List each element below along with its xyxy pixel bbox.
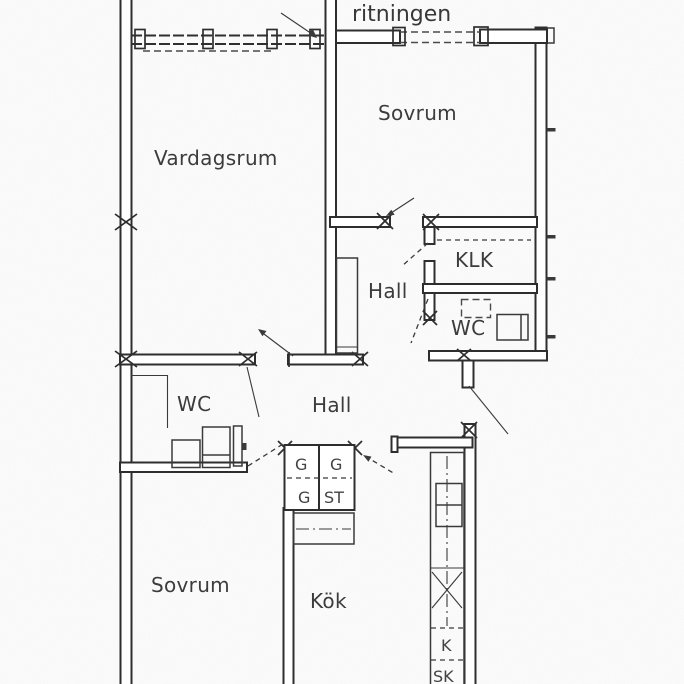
wall-entry-stub (461, 359, 475, 389)
jamb-mark (376, 212, 394, 230)
joint-tick (546, 235, 556, 239)
room-label-hall-lower: Hall (312, 393, 352, 417)
door-arrowhead (258, 329, 267, 337)
wall-sovrum-bottom (329, 216, 391, 228)
closet-cell-label: ST (324, 488, 344, 507)
entry-door-swing (468, 385, 509, 435)
room-label-sovrum-bottom: Sovrum (151, 573, 230, 597)
wall-klk-top (422, 216, 538, 228)
room-label-klk: KLK (455, 248, 494, 272)
wall-kitchen-top-endcap (390, 435, 399, 453)
vardagsrum-door-swing (259, 330, 294, 357)
room-labels: ritningen Vardagsrum Sovrum Hall KLK WC … (151, 2, 494, 613)
hall-closet: G G G ST (283, 444, 356, 511)
jamb-mark (238, 351, 258, 367)
window-band-sovrum (335, 26, 548, 47)
wall-joint-ticks (546, 128, 556, 339)
window-wall-segment (479, 28, 548, 44)
jamb-mark (422, 310, 438, 326)
bedroom-door-arrow (247, 443, 284, 467)
wall-bedroom-kitchen-divider (282, 507, 295, 684)
kitchen-counter: K SK (429, 451, 465, 684)
top-annotation-text: ritningen (352, 2, 451, 27)
wall-middle-right (287, 353, 364, 366)
window-band-vardagsrum (131, 28, 325, 52)
room-label-sovrum-top: Sovrum (378, 101, 457, 125)
toilet (171, 439, 201, 469)
jamb-mark (351, 351, 369, 367)
klk-door-swing (401, 242, 429, 267)
room-label-wc-right: WC (451, 316, 485, 340)
wall-kitchen-top (395, 436, 474, 449)
radiator-valve (242, 443, 247, 450)
room-label-hall-upper: Hall (368, 279, 408, 303)
room-label-kok: Kök (310, 589, 347, 613)
kitchen-door-arrow (364, 455, 396, 475)
door-arrowhead (363, 455, 372, 462)
bench-outline (292, 512, 355, 545)
closet-cell-label: G (295, 455, 307, 474)
wall-right-exterior-upper (534, 26, 548, 362)
jamb-mark (456, 348, 472, 362)
jamb-mark (114, 350, 138, 368)
wall-right-exterior-lower (463, 423, 477, 684)
wall-klk-bottom (422, 283, 538, 294)
wall-wc-right-bottom (428, 350, 548, 362)
window-mullion (266, 28, 278, 50)
walls (119, 0, 555, 684)
wc-left-fixtures (131, 374, 247, 469)
wc-right-door-swing (410, 298, 429, 344)
door-swings-and-arrows (246, 12, 509, 475)
wc-left-door-swing (246, 366, 260, 418)
washbasin (201, 426, 231, 469)
annotation-arrowhead (308, 28, 317, 38)
wall-klk-left-lower (423, 260, 436, 285)
room-label-vardagsrum: Vardagsrum (154, 146, 278, 170)
annotation-arrowhead (386, 209, 395, 216)
kitchen-bench (292, 512, 355, 545)
jamb-mark (422, 213, 440, 231)
wc-right-fixtures (460, 298, 529, 341)
window-mullion (309, 28, 321, 50)
stove-hatch (431, 571, 463, 609)
annotation-arrow-line (280, 12, 316, 37)
window-mullion (473, 26, 489, 47)
joint-tick (546, 335, 556, 339)
wall-middle-left (119, 353, 256, 366)
window-mullion (392, 26, 406, 47)
wall-klk-left-upper (423, 226, 436, 245)
room-label-wc-left: WC (177, 392, 211, 416)
wall-vardagsrum-hall-divider (324, 0, 337, 360)
shower-partition (131, 374, 169, 428)
bath-fixture (496, 313, 529, 341)
wall-wc-right-jamb (423, 292, 436, 321)
window-mullion (134, 28, 146, 50)
closet-cell-label: G (330, 455, 342, 474)
counter-outline (429, 451, 465, 684)
jamb-mark (114, 213, 138, 231)
fridge-label: K (441, 636, 452, 655)
joint-tick (546, 277, 556, 281)
window-wall-segment (335, 29, 401, 44)
window-mullion (202, 28, 214, 50)
joint-tick (546, 128, 556, 132)
cabinet-label: SK (433, 667, 454, 684)
hall-wardrobe (335, 257, 359, 354)
jamb-mark (460, 421, 478, 439)
washbasin (460, 298, 492, 319)
wardrobe-outline (335, 257, 359, 354)
wall-left-exterior (119, 0, 133, 684)
closet-cell-label: G (298, 488, 310, 507)
